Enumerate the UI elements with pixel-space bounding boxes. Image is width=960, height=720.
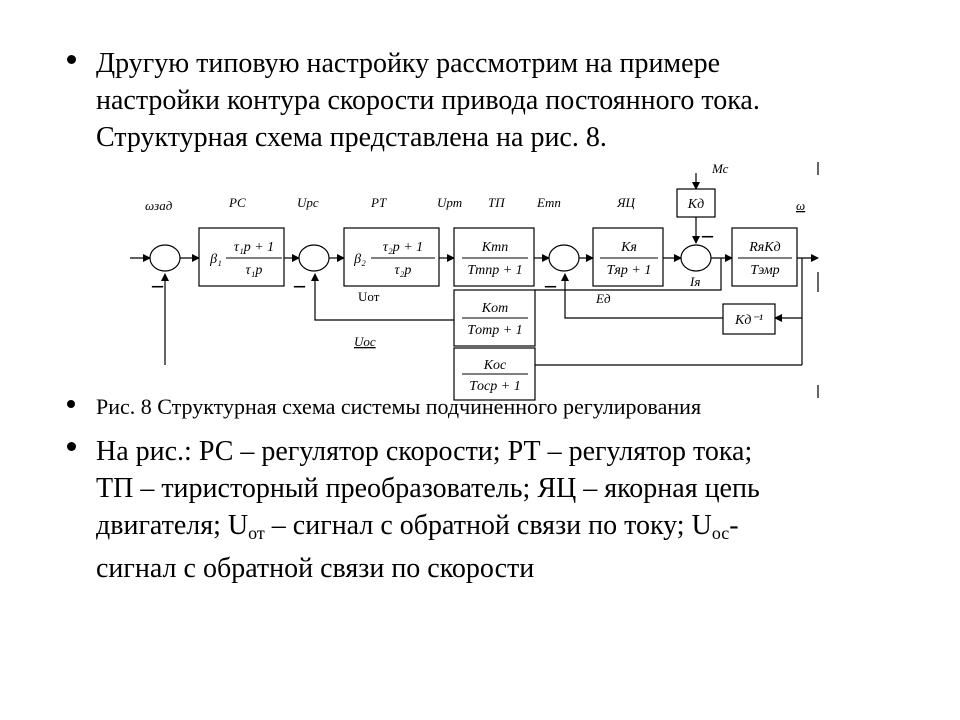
label-u-pc: Uрс bbox=[297, 195, 319, 210]
rs-gain: β₁ bbox=[209, 252, 222, 267]
tp-numerator: Kтп bbox=[481, 240, 508, 255]
bullet-paragraph-3: На рис.: РС – регулятор скорости; РТ – р… bbox=[96, 433, 760, 587]
block-kd bbox=[676, 188, 716, 218]
line-ot-sum2 bbox=[311, 273, 454, 321]
bullet-marker-3 bbox=[67, 442, 76, 451]
label-m-c: Мс bbox=[711, 161, 729, 176]
os-numerator: Kос bbox=[483, 358, 507, 373]
summing-junction-3 bbox=[548, 244, 580, 272]
motor-numerator: RяKд bbox=[748, 240, 780, 255]
label-e-d: Ед bbox=[595, 291, 611, 306]
bullet3-line-1: На рис.: РС – регулятор скорости; РТ – р… bbox=[96, 436, 753, 467]
bullet3-line-3-part-a: двигателя; U bbox=[96, 510, 249, 541]
block-rs bbox=[198, 227, 285, 287]
bullet-paragraph-1: Другую типовую настройку рассмотрим на п… bbox=[96, 45, 760, 156]
bullet3-line-2: ТП – тиристорный преобразователь; ЯЦ – я… bbox=[96, 473, 760, 504]
bullet1-line-2: настройки контура скорости привода посто… bbox=[96, 85, 760, 116]
ot-numerator: Kот bbox=[481, 301, 508, 316]
block-motor bbox=[731, 227, 798, 287]
figure-caption: Рис. 8 Структурная схема системы подчине… bbox=[96, 394, 702, 419]
summing-junction-1 bbox=[149, 244, 181, 272]
yac-numerator: Kя bbox=[620, 240, 637, 255]
label-pc: РС bbox=[228, 195, 246, 210]
kd-label: Kд bbox=[687, 197, 704, 212]
bullet-marker-1 bbox=[67, 55, 76, 64]
label-u-pt: Uрт bbox=[437, 195, 462, 210]
bullet-marker-2 bbox=[67, 400, 75, 408]
minus-sign-sum2: – bbox=[293, 272, 306, 297]
label-i-ya: Iя bbox=[689, 274, 700, 289]
os-denominator: Tосp + 1 bbox=[469, 379, 520, 394]
summing-junction-4 bbox=[680, 244, 712, 272]
bullet3-line-3: двигателя; Uот – сигнал с обратной связи… bbox=[96, 507, 760, 544]
rt-denominator: τ₂p bbox=[395, 263, 412, 278]
rs-denominator: τ₁p bbox=[246, 263, 263, 278]
block-kd-inv bbox=[722, 303, 776, 335]
label-pt: РТ bbox=[370, 195, 387, 210]
block-yac bbox=[592, 227, 664, 287]
label-u-os: Uос bbox=[354, 334, 376, 349]
line-kdinv-sum3 bbox=[561, 273, 723, 319]
bullet1-line-1: Другую типовую настройку рассмотрим на п… bbox=[96, 48, 720, 79]
bullet3-line-4: сигнал с обратной связи по скорости bbox=[96, 553, 535, 584]
bullet3-subscript-ot: от bbox=[248, 523, 265, 543]
label-u-ot: Uот bbox=[358, 289, 380, 304]
rt-gain: β₂ bbox=[353, 252, 366, 267]
label-omega: ω bbox=[796, 198, 805, 213]
line-current-fb bbox=[535, 258, 722, 291]
label-omega-zad: ωзад bbox=[145, 198, 173, 213]
ot-denominator: Tотp + 1 bbox=[467, 323, 522, 338]
tp-denominator: Tтпp + 1 bbox=[467, 263, 522, 278]
rs-numerator: τ₁p + 1 bbox=[234, 240, 274, 255]
rt-numerator: τ₂p + 1 bbox=[383, 240, 423, 255]
minus-sign-sum4: – bbox=[701, 222, 714, 247]
summing-junction-2 bbox=[298, 244, 330, 272]
minus-sign-sum1: – bbox=[151, 272, 164, 297]
kd-inv-label: Kд⁻¹ bbox=[734, 313, 763, 328]
label-tp: ТП bbox=[488, 195, 506, 210]
yac-denominator: Tяp + 1 bbox=[607, 263, 652, 278]
block-rt bbox=[343, 227, 440, 287]
bullet1-line-3: Структурная схема представлена на рис. 8… bbox=[96, 122, 607, 153]
label-yac: ЯЦ bbox=[616, 195, 636, 210]
motor-denominator: Tэмp bbox=[750, 263, 779, 278]
bullet3-line-3-part-c: - bbox=[729, 510, 739, 541]
bullet3-subscript-os: ос bbox=[711, 523, 730, 543]
label-e-tp: Етп bbox=[536, 195, 561, 210]
block-tp bbox=[453, 227, 535, 287]
bullet3-line-3-part-b: – сигнал с обратной связи по току; U bbox=[264, 510, 712, 541]
minus-sign-sum3: – bbox=[544, 272, 557, 297]
